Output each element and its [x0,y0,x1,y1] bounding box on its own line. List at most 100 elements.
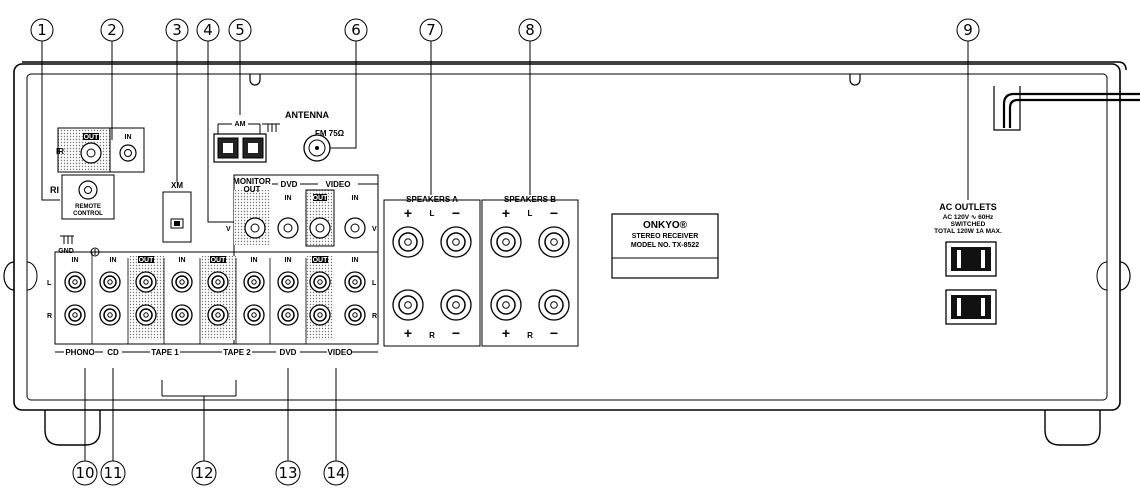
svg-text:R: R [429,331,435,340]
svg-text:SPEAKERS A: SPEAKERS A [406,195,458,204]
callout-10: 10 [72,460,98,486]
svg-text:IN: IN [110,257,117,264]
svg-text:OUT: OUT [139,257,155,264]
svg-text:IN: IN [352,195,359,202]
svg-text:IN: IN [251,257,258,264]
audio-jack-rows [64,271,366,326]
svg-text:+: + [404,205,412,221]
svg-text:TAPE 2: TAPE 2 [223,348,251,357]
svg-text:1: 1 [37,21,47,39]
callout-8: 8 [518,18,542,42]
svg-text:5: 5 [235,21,245,39]
svg-text:VIDEO: VIDEO [326,180,351,189]
chassis [3,61,1140,446]
callouts: 1 2 3 4 5 6 7 8 9 10 11 12 13 14 [30,18,980,486]
leader-lines [41,41,969,461]
svg-text:FM 75Ω: FM 75Ω [315,129,345,138]
svg-text:IN: IN [125,134,132,141]
svg-text:OUT: OUT [211,257,227,264]
svg-text:IN: IN [285,195,292,202]
callout-7: 7 [419,18,443,42]
svg-text:TOTAL 120W 1A MAX.: TOTAL 120W 1A MAX. [934,228,1002,235]
video-jacks-top: MONITOR OUT V DVD VIDEO IN OUT IN V [226,174,379,345]
callout-6: 6 [344,18,368,42]
ir-out-jack [80,142,102,164]
svg-text:RI: RI [50,185,59,195]
svg-text:+: + [502,205,510,221]
svg-text:V: V [372,226,377,233]
svg-text:R: R [527,331,533,340]
svg-text:V: V [226,226,231,233]
rca-jack-right [344,304,366,326]
rca-jack-right [277,304,299,326]
rca-jack-right [64,304,86,326]
speaker-post-upper [440,226,472,258]
callout-5: 5 [228,18,252,42]
svg-text:−: − [550,325,558,341]
svg-text:ANTENNA: ANTENNA [285,110,329,120]
speaker-post-lower [392,289,424,321]
speaker-post-upper [538,226,570,258]
nameplate: ONKYO® STEREO RECEIVER MODEL NO. TX-8522 [611,213,719,279]
speaker-post-upper [490,226,522,258]
svg-text:IN: IN [72,257,79,264]
svg-text:AC OUTLETS: AC OUTLETS [939,202,997,212]
rca-jack-left [171,271,193,293]
audio-jacks: IN IN OUT IN OUT IN IN OUT IN L R L R PH… [47,251,379,357]
ground-terminal: GND [58,235,100,257]
rca-jack-left [243,271,265,293]
ac-outlets: AC OUTLETS AC 120V ∿ 60Hz SWITCHED TOTAL… [934,202,1002,325]
svg-text:14: 14 [326,464,345,482]
svg-text:R: R [47,313,52,320]
speaker-terminals: SPEAKERS A SPEAKERS B + L − + L − + R − … [383,195,579,347]
svg-text:STEREO RECEIVER: STEREO RECEIVER [632,233,699,240]
callout-1: 1 [30,18,54,42]
svg-text:8: 8 [525,21,535,39]
speaker-post-lower [538,289,570,321]
svg-text:AM: AM [235,121,246,128]
svg-text:4: 4 [203,21,213,39]
ir-in-jack [119,144,137,162]
svg-text:13: 13 [278,464,297,482]
rca-jack-right [135,304,157,326]
speaker-post-lower [440,289,472,321]
svg-text:CD: CD [107,348,119,357]
callout-3: 3 [165,18,189,42]
svg-text:OUT: OUT [313,195,329,202]
svg-text:7: 7 [426,21,436,39]
svg-text:11: 11 [103,464,122,482]
svg-text:−: − [550,205,558,221]
svg-text:+: + [502,325,510,341]
svg-text:SWITCHED: SWITCHED [951,221,986,228]
svg-text:SPEAKERS B: SPEAKERS B [504,195,556,204]
svg-text:DVD: DVD [280,348,297,357]
svg-text:ONKYO®: ONKYO® [643,220,688,231]
svg-text:R: R [372,313,377,320]
svg-text:AC 120V ∿ 60Hz: AC 120V ∿ 60Hz [943,214,994,221]
rca-jack-left [64,271,86,293]
svg-text:DVD: DVD [281,180,298,189]
callout-12: 12 [191,460,217,486]
speaker-post-upper [392,226,424,258]
svg-text:VIDEO: VIDEO [328,348,353,357]
callout-14: 14 [323,460,349,486]
svg-text:MODEL NO. TX-8522: MODEL NO. TX-8522 [631,242,699,249]
rca-jack-right [99,304,121,326]
svg-text:OUT: OUT [244,185,261,194]
svg-text:9: 9 [963,21,973,39]
callout-4: 4 [196,18,220,42]
callout-11: 11 [100,460,126,486]
rca-jack-left [99,271,121,293]
rca-jack-left [309,271,331,293]
svg-text:IR: IR [56,147,64,156]
svg-text:L: L [528,209,533,218]
svg-text:IN: IN [179,257,186,264]
svg-text:TAPE 1: TAPE 1 [151,348,179,357]
rca-jack-left [344,271,366,293]
remote-control-jack: RI REMOTE CONTROL [50,174,115,220]
speaker-binding-posts [392,226,570,321]
svg-text:−: − [452,205,460,221]
svg-text:2: 2 [107,21,117,39]
